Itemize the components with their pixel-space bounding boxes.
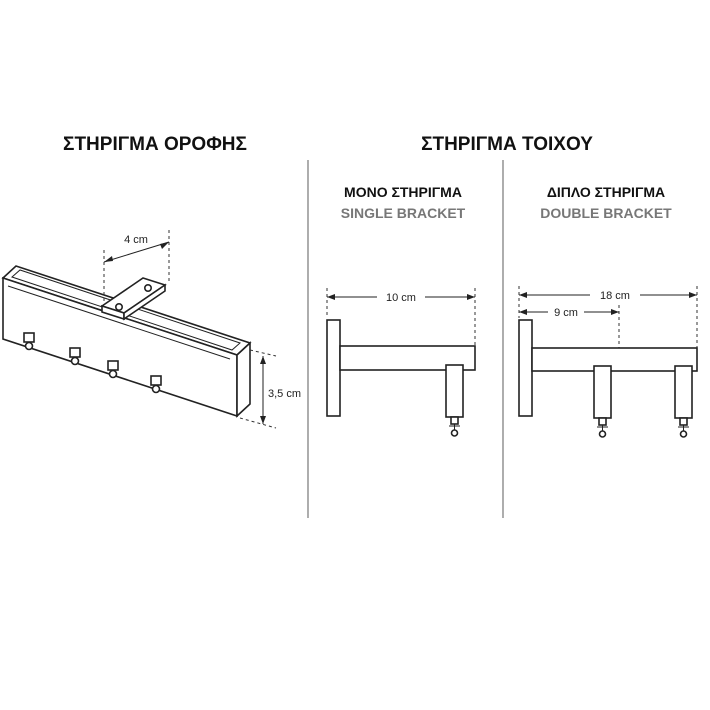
rail-edge-line <box>7 285 231 360</box>
double-wall-plate <box>518 319 533 417</box>
dim-4cm-label: 4 cm <box>124 234 148 246</box>
double-hook-2 <box>679 430 688 438</box>
dim-9cm-arrow-left <box>519 309 527 315</box>
double-screw-2 <box>679 417 688 426</box>
single-bracket-drawing: 10 cm <box>326 288 476 437</box>
dim-10cm-arrow-left <box>327 294 335 300</box>
dim-35-arrow-bottom <box>260 416 266 424</box>
dim-18cm-arrow-left <box>519 292 527 298</box>
dim-18cm-arrow-right <box>689 292 697 298</box>
wall-title: ΣΤΗΡΙΓΜΑ ΤΟΙΧΟΥ <box>421 134 593 155</box>
dim-9cm-arrow-right <box>611 309 619 315</box>
double-holder-2 <box>674 365 693 419</box>
glider-3 <box>107 360 119 379</box>
single-holder <box>445 364 464 418</box>
rail-channel <box>11 269 241 351</box>
double-hook-1 <box>598 430 607 438</box>
dim-18cm-label: 18 cm <box>600 290 630 302</box>
rail-end-face <box>236 341 251 418</box>
double-bracket-drawing: 18 cm 9 cm <box>518 286 698 438</box>
mounting-plate-front <box>123 283 166 321</box>
double-screw-1 <box>598 417 607 426</box>
single-hook <box>450 429 459 437</box>
double-holder-1 <box>593 365 612 419</box>
dim-35-arrow-top <box>260 356 266 364</box>
ceiling-track-drawing: 4 cm 3,5 cm <box>1 230 301 429</box>
dim-10cm-label: 10 cm <box>386 292 416 304</box>
dim-35-ext-bottom <box>239 417 277 429</box>
mounting-hole-2 <box>144 283 153 292</box>
single-screw <box>450 416 459 425</box>
single-wall-plate <box>326 319 341 417</box>
double-title-en: DOUBLE BRACKET <box>540 205 672 221</box>
dim-4cm-line <box>103 241 170 263</box>
glider-1 <box>23 332 35 351</box>
single-title-gr: ΜΟΝΟ ΣΤΗΡΙΓΜΑ <box>344 184 462 200</box>
ceiling-title: ΣΤΗΡΙΓΜΑ ΟΡΟΦΗΣ <box>63 134 247 155</box>
glider-2 <box>69 347 81 366</box>
dim-35-label: 3,5 cm <box>268 388 301 400</box>
dim-35-ext-top <box>249 349 277 357</box>
single-title-en: SINGLE BRACKET <box>341 205 466 221</box>
dim-4cm-arrow-left <box>104 256 113 262</box>
double-arm <box>531 347 698 372</box>
dim-10cm-arrow-right <box>467 294 475 300</box>
double-title-gr: ΔΙΠΛΟ ΣΤΗΡΙΓΜΑ <box>547 184 665 200</box>
mounting-hole-1 <box>115 302 124 311</box>
glider-4 <box>150 375 162 394</box>
dim-9cm-label: 9 cm <box>554 307 578 319</box>
dim-4cm-arrow-right <box>160 242 169 249</box>
